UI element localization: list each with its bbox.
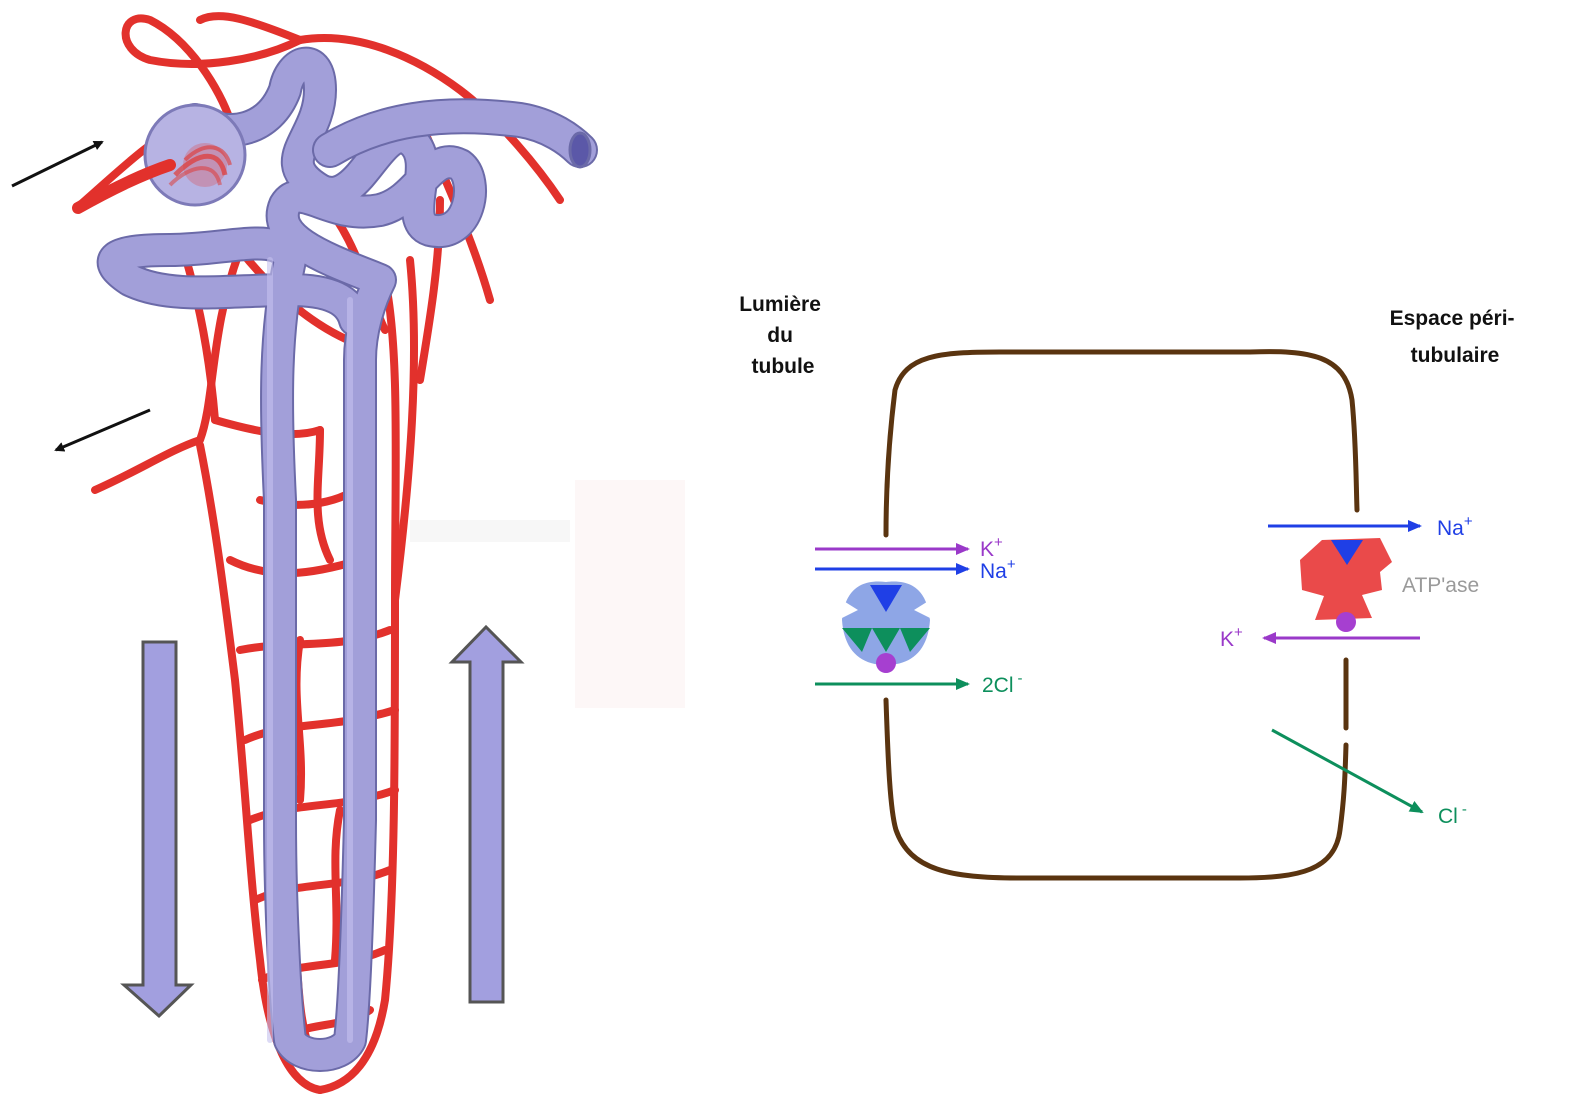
nkcc-cotransporter	[842, 582, 930, 673]
lumen-label-line1: Lumière	[739, 293, 821, 316]
cell-transport-diagram: Lumière du tubule Espace péri- tubulaire	[739, 293, 1520, 878]
lumen-label-line2: du	[767, 324, 793, 347]
peritubular-label: Espace péri- tubulaire	[1390, 307, 1521, 367]
inflow-arrow	[12, 142, 102, 186]
lumen-k-label: K+	[980, 534, 1003, 561]
descending-flow-arrow	[124, 642, 191, 1016]
lumen-na-label: Na+	[980, 556, 1016, 583]
peri-cl-label: Cl-	[1438, 801, 1467, 828]
lumen-label: Lumière du tubule	[739, 293, 827, 378]
peri-na-label: Na+	[1437, 513, 1473, 540]
peritubular-label-line2: tubulaire	[1411, 344, 1500, 367]
background-strip	[410, 520, 570, 542]
nephron-illustration	[12, 16, 685, 1090]
glomerulus	[145, 105, 245, 205]
cell-membrane	[886, 352, 1357, 878]
tubule-opening	[570, 133, 590, 167]
cl-efflux-arrow	[1272, 730, 1422, 812]
nephron-tubule	[114, 64, 580, 1055]
peritubular-label-line1: Espace péri-	[1390, 307, 1515, 330]
ascending-flow-arrow	[452, 627, 521, 1002]
peri-k-label: K+	[1220, 624, 1243, 651]
outflow-arrow	[56, 410, 150, 450]
na-k-atpase-pump	[1300, 538, 1392, 632]
atpase-label: ATP'ase	[1402, 574, 1479, 597]
lumen-label-line3: tubule	[752, 355, 815, 378]
background-panel	[575, 480, 685, 708]
lumen-cl-label: 2Cl-	[982, 670, 1023, 697]
